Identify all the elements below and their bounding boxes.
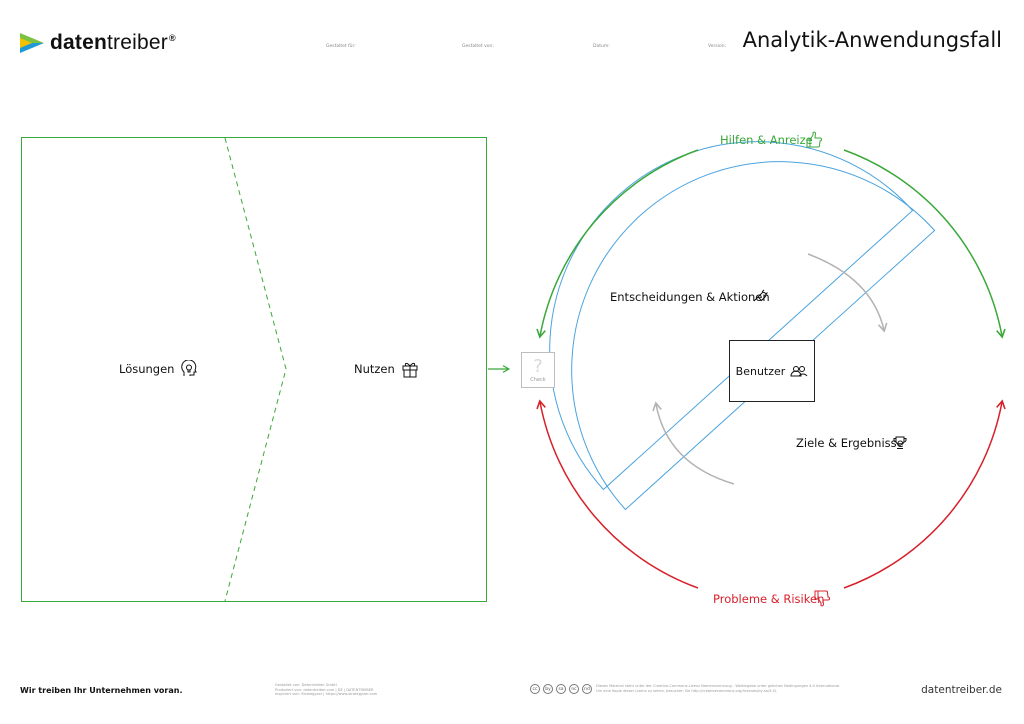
nc-icon: nc (569, 684, 579, 694)
meta-version: Version: (708, 44, 727, 49)
goals-label: Ziele & Ergebnisse (796, 436, 904, 450)
plug-icon (753, 289, 768, 302)
brand-name-light: treiber (107, 31, 168, 54)
footer-credit-line: Inspiriert von: Strategyzer | https://ww… (275, 692, 378, 697)
cc-icon: cc (530, 684, 540, 694)
goals-cycle-arrow (652, 401, 735, 485)
page-title: Analytik-Anwendungsfall (742, 28, 1002, 52)
user-label: Benutzer (735, 364, 786, 378)
footer-credit-line: Gestaltet von: Datentreiber GmbH (275, 683, 337, 687)
benefits-section-label: Nutzen (354, 360, 419, 378)
cc-license-icons: cc by sa nc nd (530, 684, 592, 694)
meta-date: Datum: (593, 44, 610, 49)
brand-name-bold: daten (50, 31, 108, 54)
website-link[interactable]: datentreiber.de (921, 684, 1002, 696)
helps-arc-left (536, 149, 699, 339)
footer-credits: Gestaltet von: Datentreiber GmbH Produzi… (275, 683, 377, 697)
trophy-icon (893, 436, 907, 449)
footer-license-line: Dieses Material steht unter der Creative… (596, 684, 841, 688)
value-proposition-box (21, 137, 487, 602)
by-icon: by (543, 684, 553, 694)
datentreiber-logo-icon (20, 33, 44, 53)
brand-registered-mark: ® (168, 33, 176, 43)
solutions-section-label: Lösungen (119, 360, 198, 378)
value-divider-dashed (224, 137, 287, 602)
helps-arc-right (843, 149, 1006, 339)
decisions-cycle-arrow (807, 253, 888, 333)
footer-credit-line: Produziert von: datentreiber.com | DE | … (275, 687, 374, 692)
gift-icon (402, 362, 418, 378)
problems-label: Probleme & Risiken (713, 592, 825, 606)
problems-arc-left (536, 399, 699, 589)
nd-icon: nd (582, 684, 592, 694)
helps-label: Hilfen & Anreize (720, 133, 813, 147)
question-mark-icon: ? (533, 355, 543, 377)
customer-circle-upper (571, 161, 936, 511)
footer-license-text: Dieses Material steht unter der Creative… (596, 684, 846, 693)
lightbulb-head-icon (181, 360, 198, 376)
user-box: Benutzer (729, 340, 815, 402)
customer-circle-lower (549, 141, 914, 491)
problems-arc-right (843, 399, 1006, 589)
brand-logo: datentreiber® (20, 28, 176, 58)
footer-slogan: Wir treiben Ihr Unternehmen voran. (20, 686, 183, 695)
meta-designed-for: Gestaltet für: (326, 44, 356, 49)
thumbs-down-icon (814, 590, 830, 607)
meta-designed-by: Gestaltet von: (462, 44, 494, 49)
sa-icon: sa (556, 684, 566, 694)
thumbs-up-icon (806, 131, 822, 148)
check-label: Check (530, 376, 546, 383)
decisions-label: Entscheidungen & Aktionen (610, 290, 770, 304)
brand-name: datentreiber® (50, 31, 176, 55)
users-icon (790, 366, 808, 377)
solutions-label: Lösungen (119, 362, 175, 376)
check-box: ? Check (521, 352, 555, 388)
benefits-label: Nutzen (354, 362, 395, 376)
footer-license-line: Um eine Kopie dieser Lizenz zu sehen, be… (596, 688, 778, 693)
